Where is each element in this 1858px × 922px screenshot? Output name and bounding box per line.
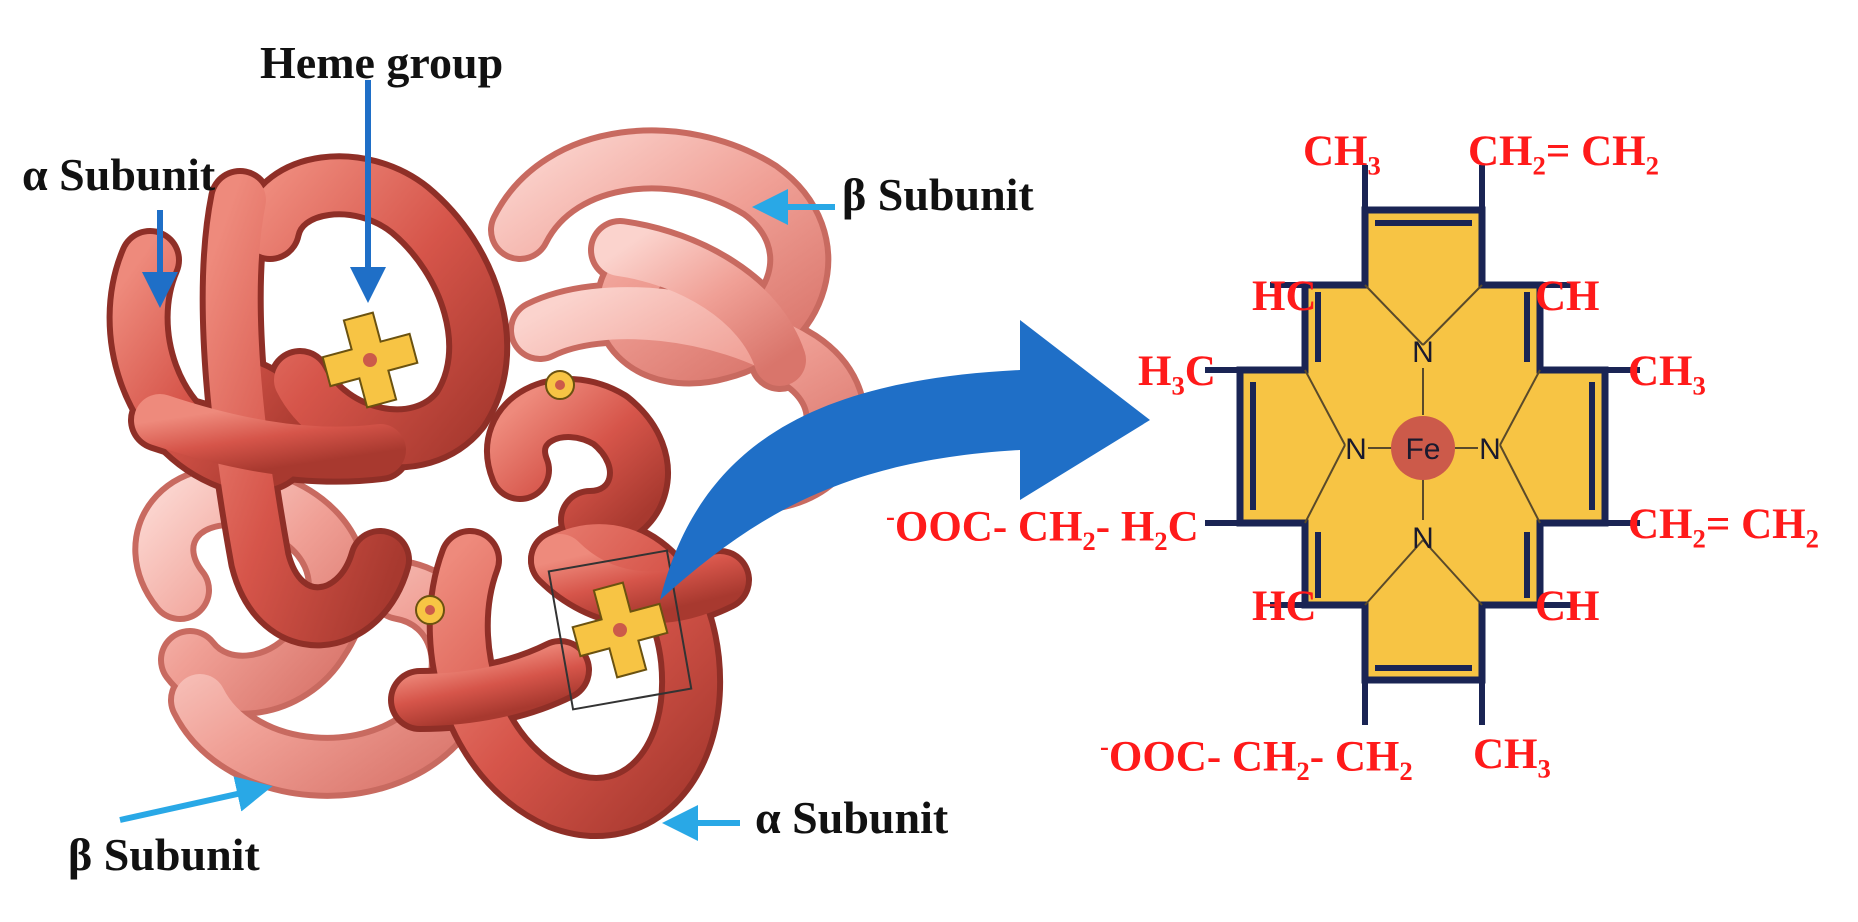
substituent-bottom-right: CH3 (1473, 731, 1551, 784)
double-bonds (1250, 220, 1595, 671)
nitrogen-right-label: N (1479, 433, 1501, 466)
substituent-left-lower: -OOC- CH2- H2C (886, 501, 1199, 556)
beta-subunit-bottom-label: β Subunit (68, 829, 260, 880)
nitrogen-top-label: N (1412, 336, 1434, 369)
beta-subunit-top-label: β Subunit (842, 169, 1034, 220)
heme-group-icon-small-a (415, 595, 445, 625)
substituent-left-upper: H3C (1138, 348, 1216, 401)
fe-label: Fe (1405, 433, 1440, 466)
substituent-right-lower: CH2= CH2 (1628, 501, 1819, 554)
iron-atom-icon (1391, 416, 1455, 480)
alpha-subunit-bottom-label: α Subunit (755, 792, 949, 843)
heme-group-label: Heme group (260, 37, 504, 88)
substituent-bottom-left: -OOC- CH2- CH2 (1100, 731, 1413, 786)
substituent-top-right: CH2= CH2 (1468, 128, 1659, 181)
heme-structure: Fe N N N N (1205, 165, 1640, 725)
curved-arrow-icon (660, 320, 1150, 600)
substituent-lower-right-methine: CH (1535, 583, 1600, 630)
heme-group-icon-small-b (545, 370, 575, 400)
heme-group-icon-lower (547, 549, 693, 711)
heme-group-icon-upper (321, 311, 419, 409)
alpha-subunit-top-label: α Subunit (22, 149, 216, 200)
substituent-bonds (1205, 165, 1640, 725)
substituent-upper-left-methine: HC (1252, 273, 1317, 320)
substituent-right-upper: CH3 (1628, 348, 1706, 401)
nitrogen-left-label: N (1345, 433, 1367, 466)
pyrrole-bonds (1304, 284, 1541, 606)
substituent-top-left: CH3 (1303, 128, 1381, 181)
beta-subunit-bottom-pointer-icon (119, 776, 273, 823)
substituent-upper-right-methine: CH (1535, 273, 1600, 320)
alpha-subunit-tubes (106, 153, 752, 839)
substituent-lower-left-methine: HC (1252, 583, 1317, 630)
nitrogen-bottom-label: N (1412, 522, 1434, 555)
